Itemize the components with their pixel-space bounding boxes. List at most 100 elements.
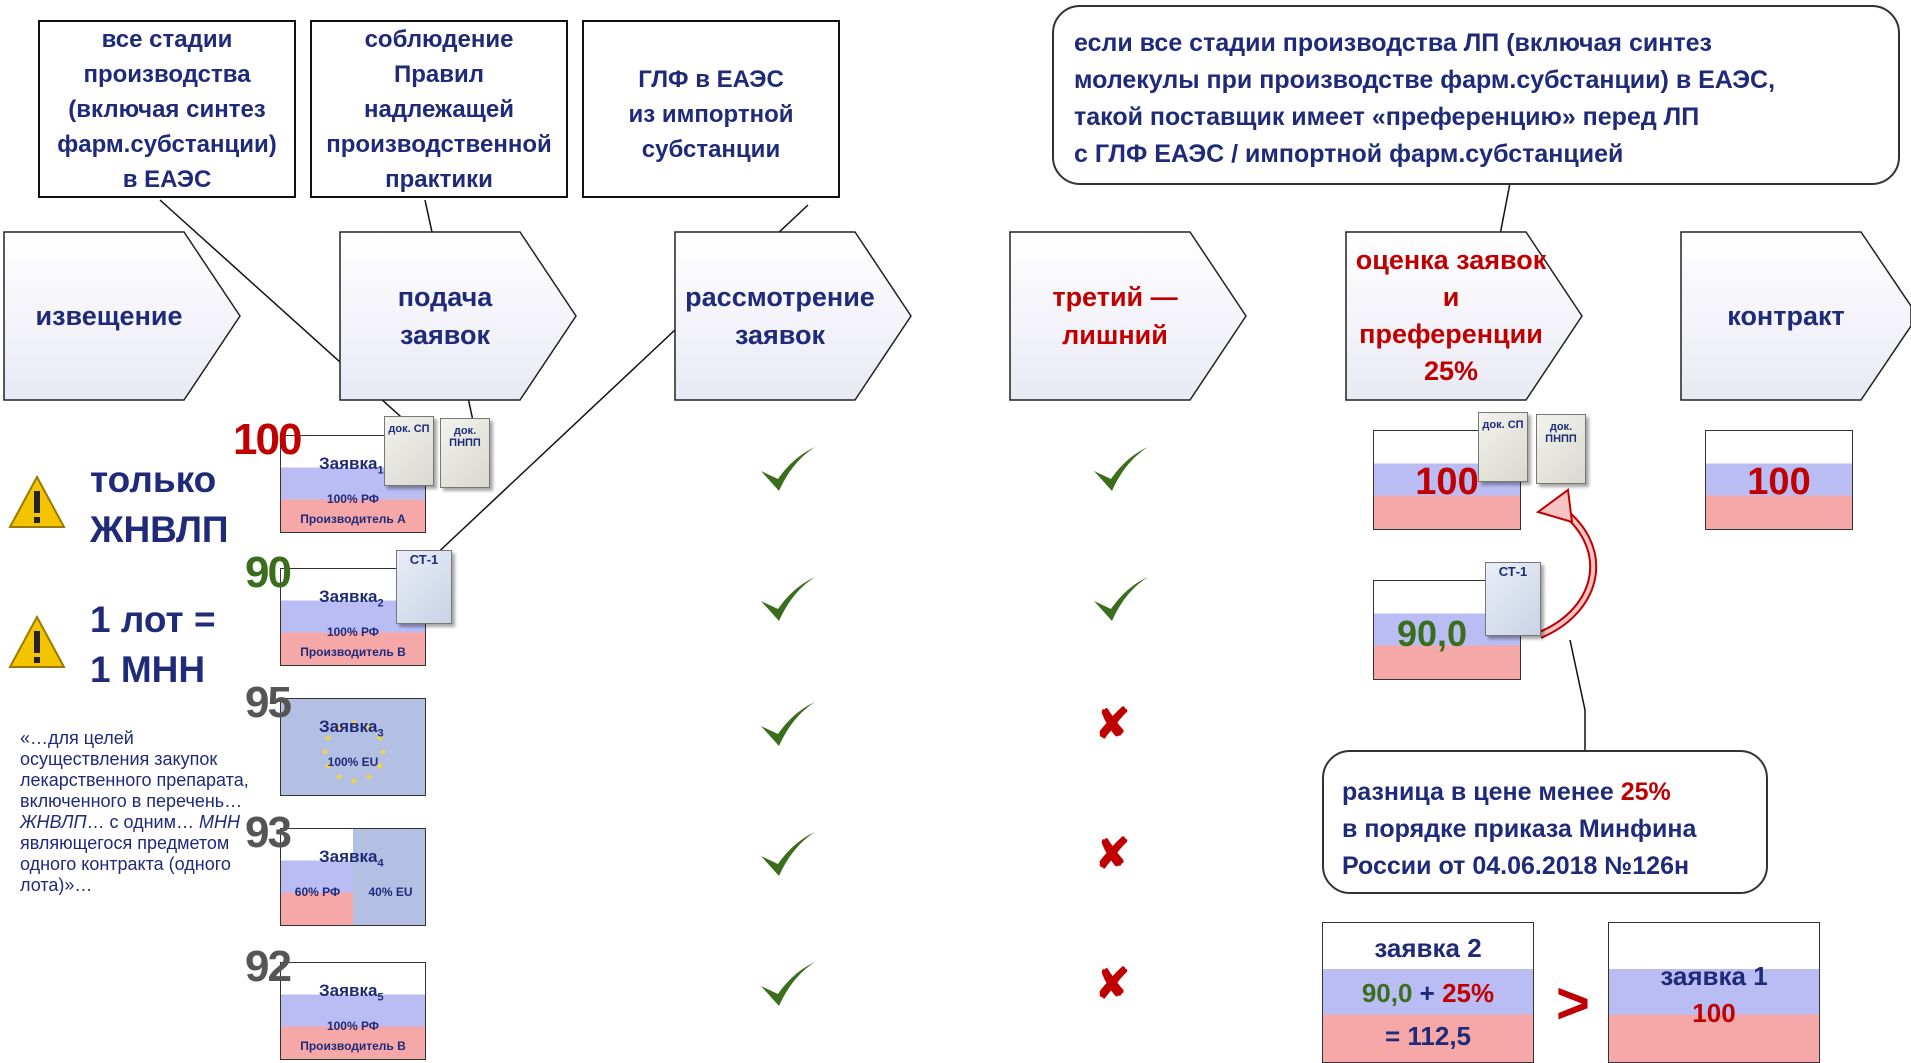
callout-glf-import: ГЛФ в ЕАЭС из импортной субстанции <box>582 20 840 198</box>
stage-label-line: и <box>1442 282 1460 312</box>
stage-notice: извещение <box>4 232 214 400</box>
callout-line: в порядке приказа Минфина <box>1342 815 1697 843</box>
callout-line: соблюдение <box>364 25 514 53</box>
stage-review: рассмотрение заявок <box>675 232 885 400</box>
contract-value: 100 <box>1747 461 1811 503</box>
application-manufacturer: Производитель А <box>300 512 406 526</box>
law-quote: «…для целей осуществления закупок лекарс… <box>20 728 250 896</box>
quote-part: «…для целей осуществления закупок лекарс… <box>20 728 249 811</box>
eu-stars-icon <box>322 720 386 784</box>
check-icon <box>1094 447 1148 491</box>
check-icon <box>761 832 815 876</box>
quote-part: МНН <box>199 812 240 832</box>
comparison-left-card: заявка 2 90,0 + 25% = 112,5 <box>1322 922 1534 1063</box>
stage-label-line: заявок <box>734 320 826 350</box>
callout-line: молекулы при производстве фарм.субстанци… <box>1074 66 1776 94</box>
callout-preference-note: если все стадии производства ЛП (включая… <box>1052 5 1900 185</box>
check-icon <box>761 962 815 1006</box>
preference-arrow <box>1538 501 1598 639</box>
callout-line: производственной <box>326 130 552 158</box>
callout-line: Правил <box>393 60 484 88</box>
comparison-left-title: заявка 2 <box>1374 933 1482 963</box>
stage-label-line: преференции <box>1359 319 1543 349</box>
application-card-3: Заявка3 100% EU <box>280 698 426 796</box>
stage-label-line: извещение <box>35 301 183 331</box>
comparison-right-card: заявка 1 100 <box>1608 922 1820 1063</box>
stage-contract: контракт <box>1681 232 1891 400</box>
stage-label-line: лишний <box>1062 320 1168 350</box>
stage-chevron-third <box>1009 231 1247 401</box>
application-origin-ru: 60% РФ <box>294 885 341 899</box>
application-manufacturer: Производитель В <box>300 645 406 659</box>
application-title: Заявка1 <box>319 454 384 477</box>
cross-icon: ✘ <box>1095 960 1131 1007</box>
callout-line: разница в цене менее 25% <box>1342 778 1671 806</box>
application-score-2: 90 <box>245 548 292 597</box>
lot-label-line2: 1 МНН <box>90 649 206 690</box>
warning-icon <box>8 475 66 528</box>
application-origin: 100% РФ <box>326 1019 380 1033</box>
application-manufacturer: Производитель В <box>300 1039 406 1053</box>
quote-part: … с одним… <box>86 812 199 832</box>
check-icon <box>1094 577 1148 621</box>
stage-chevron-evaluation <box>1345 231 1583 401</box>
document-sp-icon: док. СП <box>1478 412 1528 482</box>
callout-price-difference: разница в цене менее 25% в порядке прика… <box>1322 750 1768 894</box>
stage-chevron-review <box>674 231 912 401</box>
stage-label-line: оценка заявок <box>1355 245 1547 275</box>
quote-part: ЖНВЛП <box>20 812 87 832</box>
callout-line: (включая синтез <box>68 95 266 123</box>
stage-third-extra: третий — лишний <box>1010 232 1220 400</box>
check-icon <box>761 447 815 491</box>
check-icon <box>761 702 815 746</box>
application-title: Заявка2 <box>319 587 384 610</box>
document-pnpp-icon: док. ПНПП <box>1536 414 1586 484</box>
callout-line: практики <box>385 165 493 193</box>
comparison-left-result: = 112,5 <box>1384 1021 1472 1051</box>
document-st1-icon: СТ-1 <box>1485 562 1541 636</box>
cross-icon: ✘ <box>1095 830 1131 877</box>
stage-label-line: рассмотрение <box>685 282 875 312</box>
application-score-3: 95 <box>245 678 292 727</box>
document-sp-icon: док. СП <box>384 416 434 486</box>
comparison-right-title: заявка 1 <box>1660 961 1768 991</box>
warning-icon <box>8 615 66 668</box>
stage-label-line: подача <box>397 282 493 312</box>
stage-chevron-contract <box>1680 231 1911 401</box>
callout-stages-in-eaeu: все стадии производства (включая синтез … <box>38 20 296 198</box>
application-card-4: Заявка4 60% РФ 40% EU <box>280 828 426 926</box>
callout-line: в ЕАЭС <box>122 165 212 193</box>
callout-line: ГЛФ в ЕАЭС <box>638 66 784 93</box>
application-title: Заявка4 <box>319 847 384 870</box>
application-card-1: Заявка1 100% РФ Производитель А <box>280 435 426 533</box>
application-title: Заявка5 <box>319 981 384 1004</box>
callout-line: субстанции <box>641 136 781 163</box>
callout-line: России от 04.06.2018 №126н <box>1342 852 1690 880</box>
evaluation-value-2: 90,0 <box>1396 613 1468 654</box>
only-label: только <box>90 459 217 500</box>
stage-label-line: контракт <box>1727 301 1845 331</box>
application-score-1: 100 <box>233 415 302 464</box>
comparison-left-sum: 90,0 + 25% <box>1361 978 1495 1008</box>
stage-chevron-submission <box>339 231 577 401</box>
comparison-right-value: 100 <box>1692 998 1736 1028</box>
stage-submission: подача заявок <box>340 232 550 400</box>
application-card-5: Заявка5 100% РФ Производитель В <box>280 962 426 1060</box>
lot-label-line1: 1 лот = <box>90 599 216 640</box>
quote-part: являющегося предметом одного контракта (… <box>20 833 231 895</box>
evaluation-value-1: 100 <box>1415 461 1479 503</box>
document-st1-icon: СТ-1 <box>396 550 452 624</box>
application-title: Заявка3 <box>319 717 384 740</box>
check-icon <box>761 577 815 621</box>
application-score-5: 92 <box>245 942 292 991</box>
zhnvlp-label: ЖНВЛП <box>90 509 229 550</box>
callout-line: все стадии <box>101 25 233 53</box>
contract-card: 100 <box>1705 430 1853 530</box>
callout-line: из импортной <box>628 101 794 128</box>
callout-gmp: соблюдение Правил надлежащей производств… <box>310 20 568 198</box>
stage-label-line: третий — <box>1052 282 1178 312</box>
application-origin-eu: 40% EU <box>368 885 413 899</box>
callout-line: такой поставщик имеет «преференцию» пере… <box>1074 103 1700 131</box>
callout-line: если все стадии производства ЛП (включая… <box>1074 29 1712 57</box>
stage-label-line: 25% <box>1423 356 1479 386</box>
